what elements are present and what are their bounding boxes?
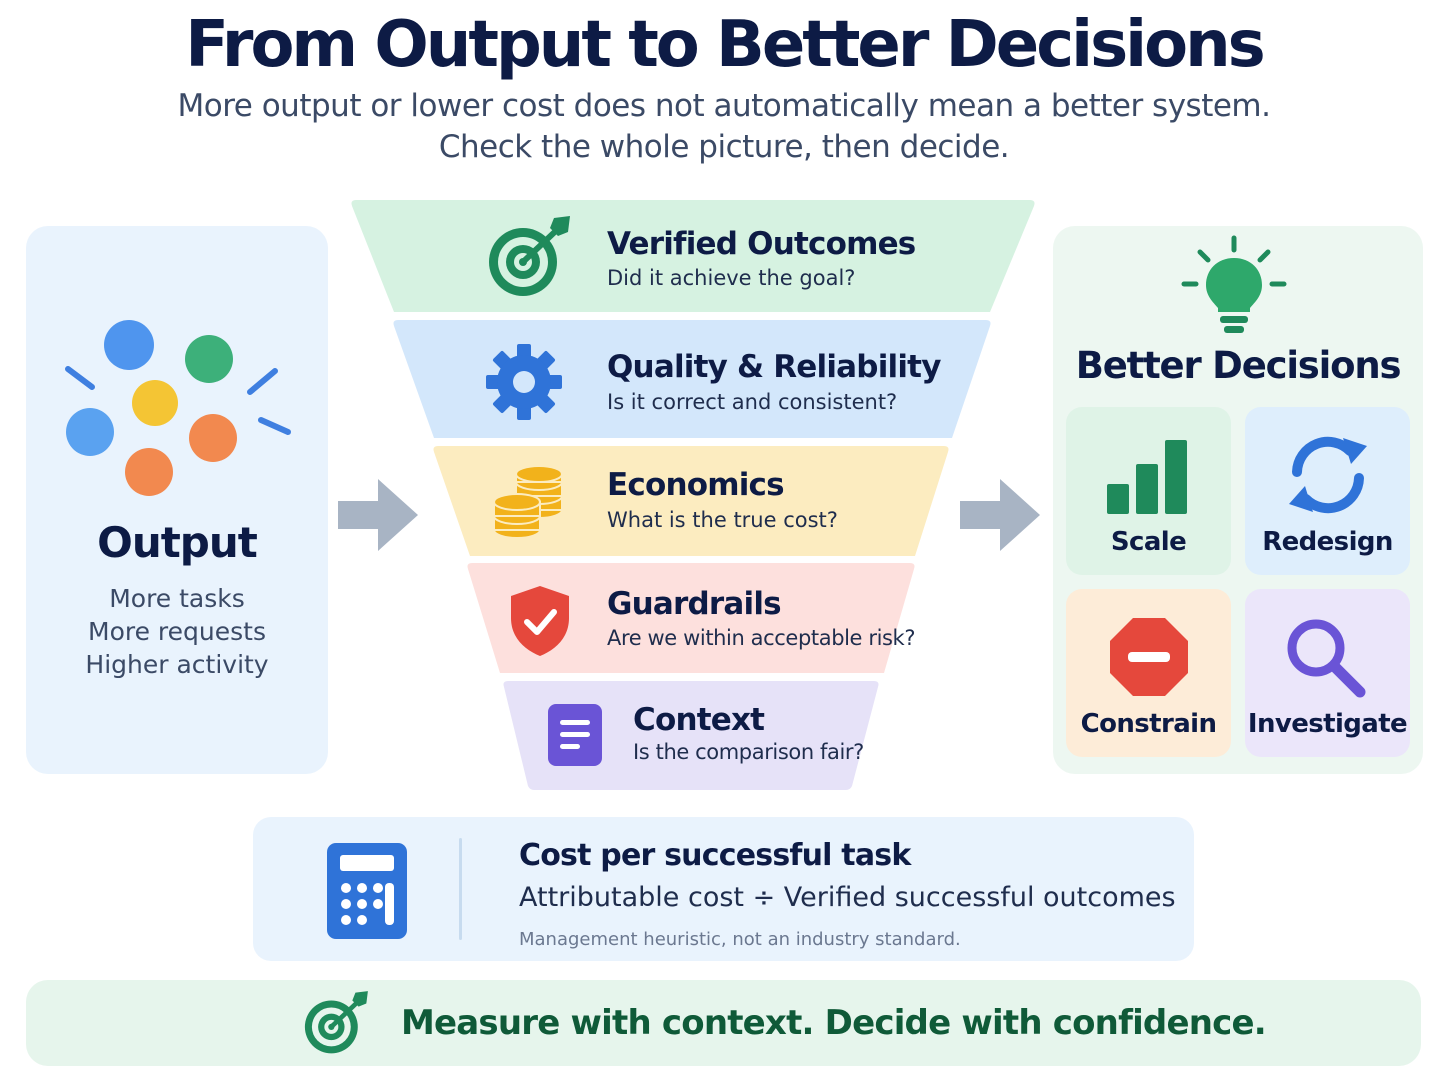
constrain-label: Constrain — [1080, 709, 1217, 739]
subtitle-line-2: Check the whole picture, then decide. — [438, 129, 1010, 165]
target-icon — [489, 216, 570, 296]
bar-chart-icon — [1107, 440, 1187, 514]
output-line-tasks: More tasks — [109, 584, 245, 613]
coins-icon — [493, 465, 563, 539]
investigate-label: Investigate — [1247, 709, 1408, 739]
shield-check-icon — [511, 586, 569, 656]
calculator-icon — [327, 843, 407, 939]
context-question: Is the comparison fair? — [633, 740, 864, 764]
guardrails-title: Guardrails — [607, 586, 782, 622]
output-line-requests: More requests — [88, 617, 266, 646]
arrow-right-icon — [960, 479, 1040, 551]
cost-metric-title: Cost per successful task — [519, 838, 911, 873]
cost-per-task-box — [253, 817, 1194, 961]
output-panel — [26, 226, 328, 774]
scale-label: Scale — [1110, 527, 1187, 557]
cost-metric-note: Management heuristic, not an industry st… — [519, 929, 961, 950]
stop-sign-icon — [1110, 618, 1188, 696]
quality-reliability-title: Quality & Reliability — [607, 349, 941, 385]
verified-outcomes-title: Verified Outcomes — [607, 226, 916, 262]
page-title: From Output to Better Decisions — [185, 8, 1265, 82]
redesign-tile — [1245, 407, 1410, 575]
output-title: Output — [97, 518, 258, 567]
document-icon — [548, 704, 602, 766]
gear-icon — [486, 344, 562, 420]
magnifier-icon — [1287, 619, 1366, 698]
verified-outcomes-question: Did it achieve the goal? — [607, 266, 856, 290]
redesign-label: Redesign — [1262, 527, 1393, 557]
economics-question: What is the true cost? — [607, 508, 838, 532]
subtitle-line-1: More output or lower cost does not autom… — [177, 88, 1271, 124]
footer-banner — [26, 980, 1421, 1066]
target-icon — [304, 991, 368, 1054]
footer-tagline: Measure with context. Decide with confid… — [401, 1003, 1267, 1043]
cost-metric-formula: Attributable cost ÷ Verified successful … — [519, 882, 1176, 913]
lightbulb-icon — [1181, 235, 1287, 333]
economics-title: Economics — [607, 467, 785, 503]
refresh-icon — [1289, 436, 1367, 514]
better-decisions-title: Better Decisions — [1075, 344, 1402, 387]
output-line-activity: Higher activity — [85, 650, 269, 679]
scattered-dots-icon — [65, 320, 291, 496]
context-title: Context — [633, 702, 765, 738]
divider — [459, 838, 462, 940]
guardrails-question: Are we within acceptable risk? — [607, 626, 916, 650]
quality-reliability-question: Is it correct and consistent? — [607, 390, 898, 414]
arrow-right-icon — [338, 479, 418, 551]
